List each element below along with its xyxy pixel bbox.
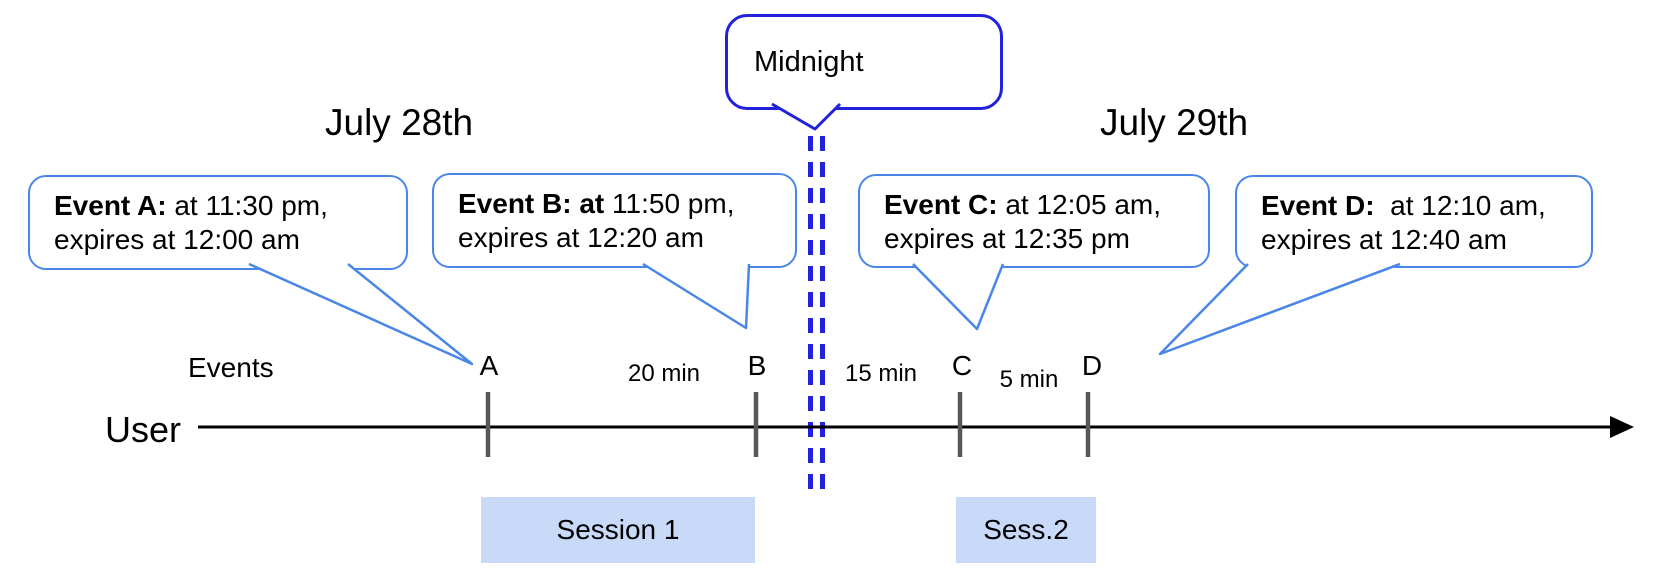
session-1-label: Session 1 xyxy=(556,514,680,545)
event-c-time: at 12:05 am, xyxy=(997,189,1162,220)
midnight-label: Midnight xyxy=(754,45,864,78)
event-b-line2: expires at 12:20 am xyxy=(458,222,704,253)
midnight-callout: Midnight xyxy=(725,14,1003,110)
event-c-callout: Event C: at 12:05 am, expires at 12:35 p… xyxy=(858,174,1210,268)
session-1-box: Session 1 xyxy=(481,497,755,563)
user-axis-label: User xyxy=(105,409,182,450)
event-c-callout-tail xyxy=(912,263,1005,331)
event-b-callout: Event B: at 11:50 pm, expires at 12:20 a… xyxy=(432,173,797,268)
event-a-line2: expires at 12:00 am xyxy=(54,224,300,255)
event-a-time: at 11:30 pm, xyxy=(166,190,328,221)
event-a-title: Event A: xyxy=(54,190,167,221)
date-july-28: July 28th xyxy=(325,102,474,143)
event-b-title: Event B: at xyxy=(458,188,605,219)
tick-label-b: B xyxy=(747,350,767,381)
event-a-callout: Event A: at 11:30 pm, expires at 12:00 a… xyxy=(28,175,408,270)
event-a-line1: Event A: at 11:30 pm, xyxy=(54,189,398,223)
event-b-callout-tail xyxy=(642,262,751,330)
event-d-time: at 12:10 am, xyxy=(1374,190,1546,221)
interval-5min: 5 min xyxy=(999,366,1059,393)
events-axis-label: Events xyxy=(188,352,274,383)
session-2-label: Sess.2 xyxy=(983,514,1069,545)
tick-label-a: A xyxy=(479,350,499,381)
event-c-line1: Event C: at 12:05 am, xyxy=(884,188,1200,222)
event-a-callout-tail xyxy=(248,262,474,366)
interval-20min: 20 min xyxy=(627,360,701,387)
tick-label-d: D xyxy=(1081,350,1103,381)
event-d-callout: Event D: at 12:10 am, expires at 12:40 a… xyxy=(1235,175,1593,268)
event-d-line1: Event D: at 12:10 am, xyxy=(1261,189,1583,223)
event-c-line2: expires at 12:35 pm xyxy=(884,223,1130,254)
event-b-time: 11:50 pm, xyxy=(604,188,735,219)
interval-15min: 15 min xyxy=(844,360,918,387)
event-d-line2: expires at 12:40 am xyxy=(1261,224,1507,255)
event-b-line1: Event B: at 11:50 pm, xyxy=(458,187,787,221)
event-d-callout-tail xyxy=(1158,262,1401,356)
session-2-box: Sess.2 xyxy=(956,497,1096,563)
tick-label-c: C xyxy=(951,350,973,381)
event-c-title: Event C: xyxy=(884,189,998,220)
timeline-arrowhead-icon xyxy=(1610,416,1634,438)
event-d-title: Event D: xyxy=(1261,190,1375,221)
date-july-29: July 29th xyxy=(1100,102,1249,143)
